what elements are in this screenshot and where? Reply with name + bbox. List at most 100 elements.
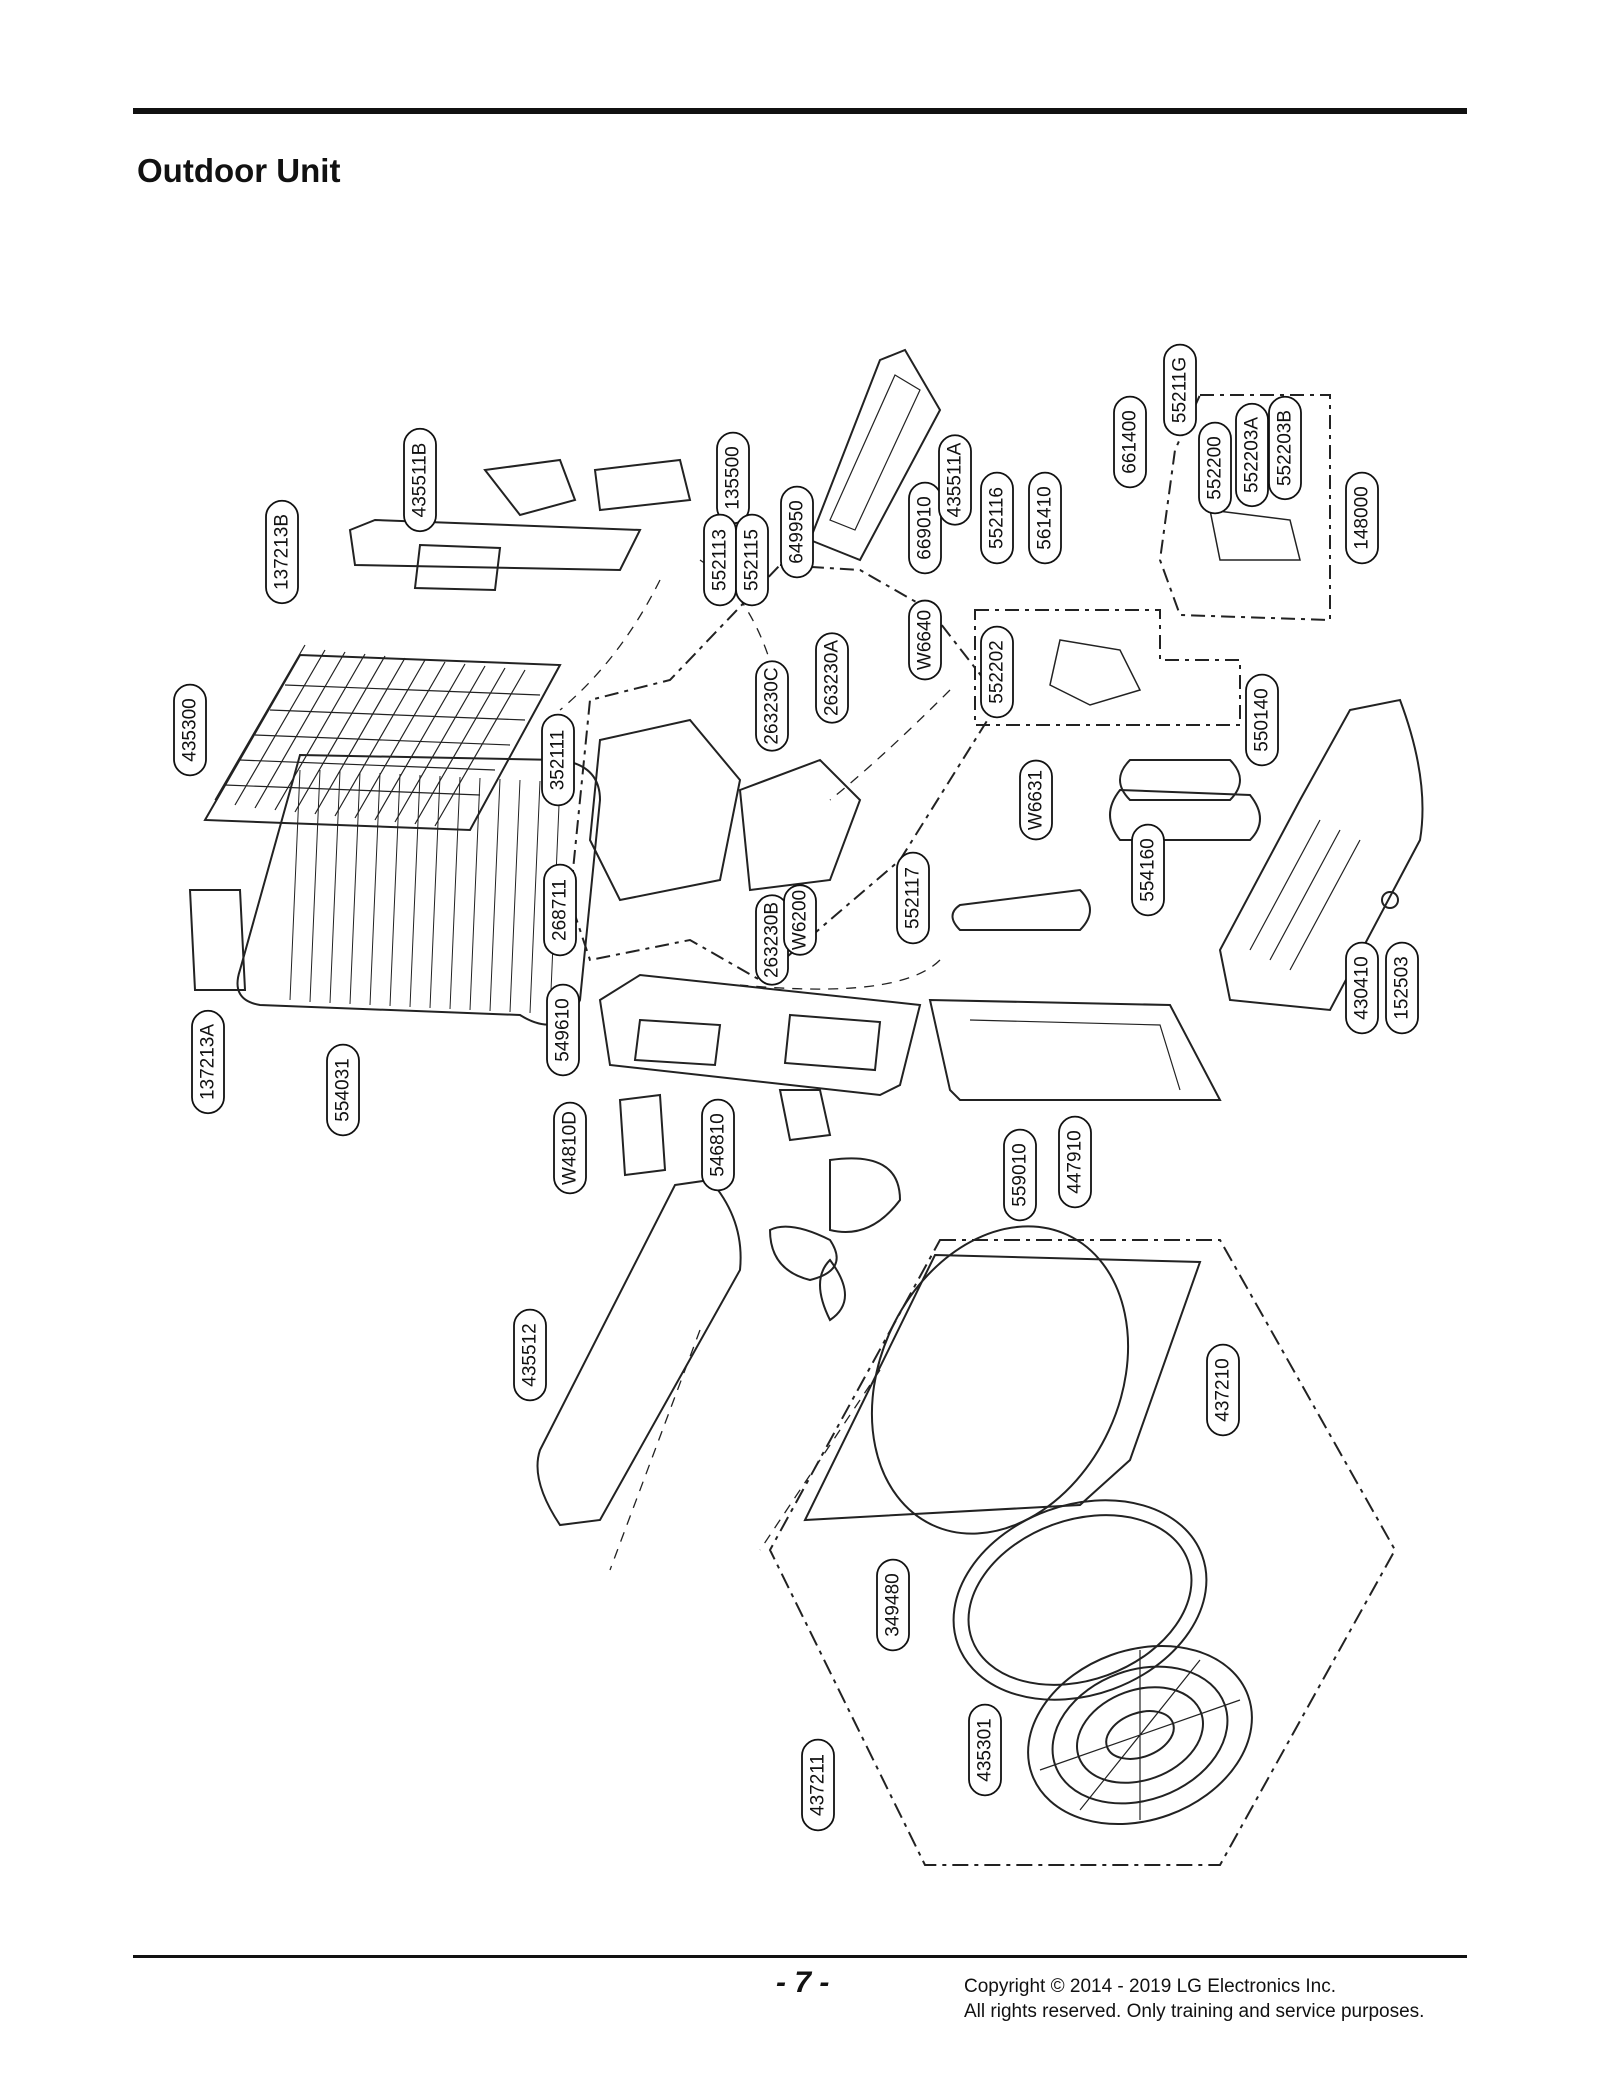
part-callout: 435512 xyxy=(513,1308,547,1402)
part-number-text: 263230B xyxy=(762,902,783,978)
part-callout: 137213B xyxy=(265,499,299,605)
callout-oval xyxy=(1268,395,1302,501)
callout-oval xyxy=(755,660,789,752)
fan-grille-drawing xyxy=(1027,1644,1253,1826)
part-number-text: 552117 xyxy=(903,867,924,929)
callout-oval xyxy=(1019,759,1053,841)
connector-lines xyxy=(559,559,951,1571)
condenser-coil-drawing xyxy=(188,753,602,1026)
callout-oval xyxy=(1198,421,1232,515)
part-callout: 55211G xyxy=(1163,343,1197,437)
part-number-text: 661400 xyxy=(1120,410,1141,473)
part-callout: 447910 xyxy=(1058,1115,1092,1209)
part-number-text: 561410 xyxy=(1035,486,1056,549)
valve-assembly-drawing xyxy=(974,394,1331,726)
callout-oval xyxy=(980,625,1014,719)
copyright-line-2: All rights reserved. Only training and s… xyxy=(964,2001,1425,2022)
part-callout: 561410 xyxy=(1028,471,1062,565)
callout-oval xyxy=(546,983,580,1077)
callout-oval xyxy=(701,1098,735,1192)
copyright-line-1: Copyright © 2014 - 2019 LG Electronics I… xyxy=(964,1976,1337,1997)
part-callout: 435301 xyxy=(968,1703,1002,1797)
part-number-text: 437210 xyxy=(1213,1358,1234,1421)
part-number-text: 435511A xyxy=(945,442,966,517)
part-number-text: 549610 xyxy=(553,998,574,1061)
part-callout: 549610 xyxy=(546,983,580,1077)
callout-oval xyxy=(326,1043,360,1137)
part-callout: 148000 xyxy=(1345,471,1379,565)
part-callout: 152503 xyxy=(1385,941,1419,1035)
part-number-text: 552203A xyxy=(1242,417,1263,493)
callout-oval xyxy=(1003,1128,1037,1222)
part-callout: 430410 xyxy=(1345,941,1379,1035)
callout-oval xyxy=(783,884,817,956)
part-number-text: 55211G xyxy=(1170,357,1191,423)
callout-oval xyxy=(1345,471,1379,565)
part-number-text: 268711 xyxy=(550,879,571,941)
part-number-text: W4810D xyxy=(560,1111,581,1185)
callout-oval xyxy=(735,513,769,607)
callout-oval xyxy=(1028,471,1062,565)
callout-oval xyxy=(980,471,1014,565)
callout-oval xyxy=(876,1558,910,1652)
callout-oval xyxy=(780,485,814,579)
part-number-text: 352111 xyxy=(548,730,569,791)
callout-oval xyxy=(191,1009,225,1115)
part-number-text: 152503 xyxy=(1392,956,1413,1019)
part-number-text: 137213B xyxy=(272,514,293,590)
part-number-text: 550140 xyxy=(1252,688,1273,751)
part-number-text: 435300 xyxy=(180,698,201,761)
part-callout: 552203A xyxy=(1235,402,1269,508)
part-callout: 554031 xyxy=(326,1043,360,1137)
callout-oval xyxy=(801,1738,835,1832)
callout-oval xyxy=(1345,941,1379,1035)
part-callout: 349480 xyxy=(876,1558,910,1652)
part-callout: 263230C xyxy=(755,660,789,752)
fan-motor-drawing xyxy=(618,1089,902,1322)
part-number-text: W6200 xyxy=(790,890,811,950)
part-number-text: 552203B xyxy=(1275,410,1296,486)
part-number-text: 552202 xyxy=(987,640,1008,703)
callout-oval xyxy=(543,863,577,957)
control-box-drawing xyxy=(568,563,1002,982)
part-number-text: 554031 xyxy=(333,1058,354,1121)
part-number-text: 447910 xyxy=(1065,1130,1086,1193)
part-callout: 552113 xyxy=(703,513,737,607)
part-callout: 263230A xyxy=(815,632,849,724)
part-callout: 268711 xyxy=(543,863,577,957)
callout-oval xyxy=(541,713,575,807)
part-callout: 552116 xyxy=(980,471,1014,565)
part-number-text: 263230C xyxy=(762,667,783,744)
callout-oval xyxy=(938,434,972,526)
part-callout: 352111 xyxy=(541,713,575,807)
part-number-text: 435511B xyxy=(410,443,431,518)
top-lid-drawing xyxy=(536,1178,742,1527)
callout-oval xyxy=(896,851,930,945)
part-number-text: 554160 xyxy=(1138,838,1159,901)
page-number: - 7 - xyxy=(776,1966,830,1999)
part-callout: 435511B xyxy=(403,427,437,533)
part-number-text: 349480 xyxy=(883,1573,904,1636)
front-panel-drawing xyxy=(768,1225,1397,1866)
part-number-text: 430410 xyxy=(1352,956,1373,1019)
part-callout: 550140 xyxy=(1245,673,1279,767)
callout-oval xyxy=(908,481,942,575)
part-number-text: 435512 xyxy=(520,1323,541,1386)
part-callout: 649950 xyxy=(780,485,814,579)
part-number-text: 669010 xyxy=(915,496,936,559)
part-number-text: 649950 xyxy=(787,500,808,563)
callout-oval xyxy=(1058,1115,1092,1209)
part-number-text: 546810 xyxy=(708,1113,729,1176)
part-callout: W6640 xyxy=(908,599,942,681)
rear-grille-drawing xyxy=(203,644,562,832)
base-pan-drawing xyxy=(1218,698,1424,1012)
callout-oval xyxy=(908,599,942,681)
part-number-text: 552113 xyxy=(710,529,731,591)
part-callout: W6631 xyxy=(1019,759,1053,841)
callout-oval xyxy=(173,683,207,777)
callout-oval xyxy=(265,499,299,605)
callout-oval xyxy=(968,1703,1002,1797)
part-callout: 546810 xyxy=(701,1098,735,1192)
callout-oval xyxy=(1131,823,1165,917)
